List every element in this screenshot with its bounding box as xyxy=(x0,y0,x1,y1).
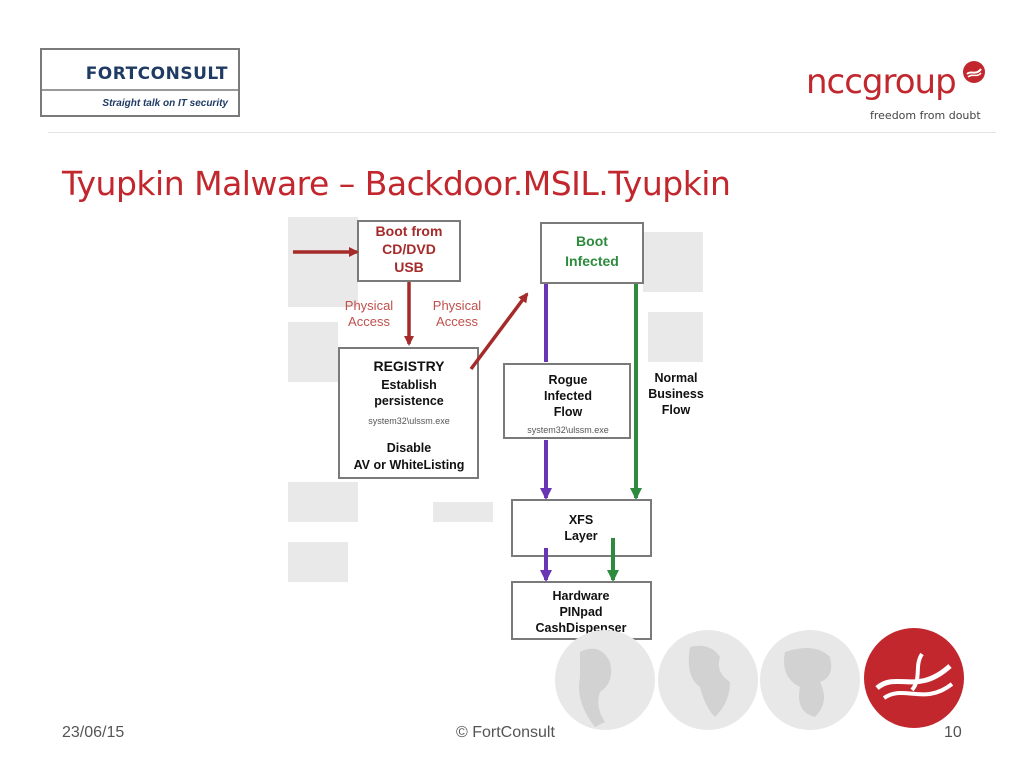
footer-copyright: © FortConsult xyxy=(456,724,555,741)
xfs-layer-box xyxy=(511,499,652,557)
rogue-flow-box xyxy=(503,363,631,439)
registry-disable-2: AV or WhiteListing xyxy=(354,458,465,472)
footer-date: 23/06/15 xyxy=(62,724,125,741)
header-divider xyxy=(48,132,996,133)
normal-line-2: Business xyxy=(648,387,704,401)
boot-from-line-1: Boot from xyxy=(376,223,443,239)
registry-path: system32\ulssm.exe xyxy=(368,416,450,426)
malware-flow-diagram: Boot from CD/DVD USB Boot Infected REGIS… xyxy=(288,217,704,640)
hardware-box xyxy=(511,581,652,640)
physical-access-right-2: Access xyxy=(436,314,478,329)
boot-infected-line-1: Boot xyxy=(576,233,608,249)
normal-line-3: Flow xyxy=(662,403,691,417)
fortconsult-tagline: Straight talk on IT security xyxy=(102,98,228,109)
registry-line-2: persistence xyxy=(374,394,444,408)
nccgroup-swirl-icon xyxy=(963,61,985,83)
normal-line-1: Normal xyxy=(654,371,697,385)
registry-to-boot-infected-arrow xyxy=(469,292,529,371)
nccgroup-logo-text: nccgroup xyxy=(806,62,957,102)
nccgroup-tagline: freedom from doubt xyxy=(870,109,981,122)
physical-access-left-2: Access xyxy=(348,314,390,329)
hardware-line-2: PINpad xyxy=(559,605,602,619)
boot-infected-box xyxy=(540,222,644,284)
boot-from-line-3: USB xyxy=(394,259,424,275)
fortconsult-logo-text: FORTCONSULT xyxy=(85,64,228,84)
footer-page-number: 10 xyxy=(944,724,962,741)
rogue-line-1: Rogue xyxy=(549,373,588,387)
globe-europe-africa-icon xyxy=(658,630,758,730)
registry-title: REGISTRY xyxy=(373,358,445,374)
nccgroup-circle-icon xyxy=(864,628,964,728)
registry-disable-1: Disable xyxy=(387,441,432,455)
globe-asia-icon xyxy=(760,630,860,730)
decorative-globes xyxy=(555,630,860,730)
rogue-path: system32\ulssm.exe xyxy=(527,425,609,435)
boot-from-line-2: CD/DVD xyxy=(382,241,436,257)
boot-infected-line-2: Infected xyxy=(565,253,619,269)
xfs-line-1: XFS xyxy=(569,513,593,527)
slide-title: Tyupkin Malware – Backdoor.MSIL.Tyupkin xyxy=(62,164,731,203)
physical-access-left-1: Physical xyxy=(345,298,394,313)
nccgroup-logo: nccgroup freedom from doubt xyxy=(806,60,986,125)
hardware-line-1: Hardware xyxy=(553,589,610,603)
physical-access-right-1: Physical xyxy=(433,298,482,313)
xfs-line-2: Layer xyxy=(564,529,597,543)
faded-background xyxy=(288,217,703,582)
registry-line-1: Establish xyxy=(381,378,437,392)
rogue-line-3: Flow xyxy=(554,405,583,419)
fortconsult-logo: FORTCONSULT Straight talk on IT security xyxy=(40,48,240,117)
rogue-line-2: Infected xyxy=(544,389,592,403)
globe-americas-icon xyxy=(555,630,655,730)
registry-box xyxy=(338,347,479,479)
